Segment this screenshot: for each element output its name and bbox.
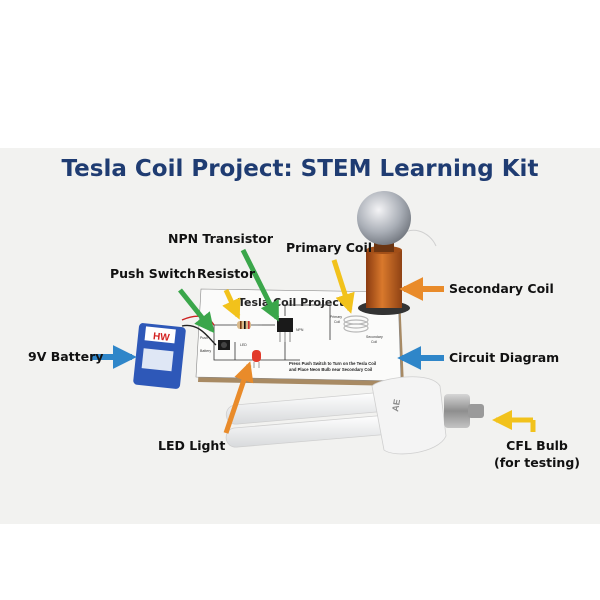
primary-coil — [343, 315, 369, 333]
label-primary-coil: Primary Coil — [286, 240, 373, 255]
foil-ball-terminal — [357, 191, 411, 245]
arrow-resistor — [222, 288, 241, 320]
primary-small-label: Primary — [330, 315, 342, 319]
label-resistor: Resistor — [197, 266, 255, 281]
arrow-primary-coil — [331, 259, 355, 314]
npn-transistor — [277, 318, 293, 342]
label-npn-transistor: NPN Transistor — [168, 231, 273, 246]
label-cfl-bulb-note: (for testing) — [494, 455, 580, 470]
label-push-switch: Push Switch — [110, 266, 196, 281]
battery-small-label: Battery — [200, 349, 211, 353]
coil-small-label-2: Coil — [371, 340, 377, 344]
label-secondary-coil: Secondary Coil — [449, 281, 554, 296]
coil-small-label-1: Coil — [334, 320, 340, 324]
led-small-label: LED — [240, 343, 247, 347]
push-switch — [218, 340, 230, 350]
npn-small-label: NPN — [296, 328, 304, 332]
label-9v-battery: 9V Battery — [28, 349, 104, 364]
board-instructions-line2: and Place Neon Bulb near Secondary Coil — [289, 367, 372, 372]
led-light — [252, 350, 261, 368]
page-title: Tesla Coil Project: STEM Learning Kit — [61, 156, 539, 182]
resistor — [230, 321, 258, 329]
arrow-led-light — [223, 361, 254, 434]
secondary-small-label: Secondary — [366, 335, 383, 339]
board-instructions-line1: Press Push Switch to Turn on the Tesla C… — [289, 361, 376, 366]
battery-9v: HW — [133, 315, 217, 389]
arrow-npn-transistor — [240, 248, 280, 322]
label-led-light: LED Light — [158, 438, 226, 453]
board-title: Tesla Coil Project — [238, 296, 344, 309]
bulb-text: AE — [390, 398, 402, 412]
battery-brand: HW — [152, 331, 170, 344]
label-cfl-bulb: CFL Bulb — [506, 438, 568, 453]
push-small-label: Push — [200, 336, 208, 340]
arrow-push-switch — [178, 288, 215, 334]
cfl-bulb: AE — [225, 376, 484, 455]
label-circuit-diagram: Circuit Diagram — [449, 350, 560, 365]
